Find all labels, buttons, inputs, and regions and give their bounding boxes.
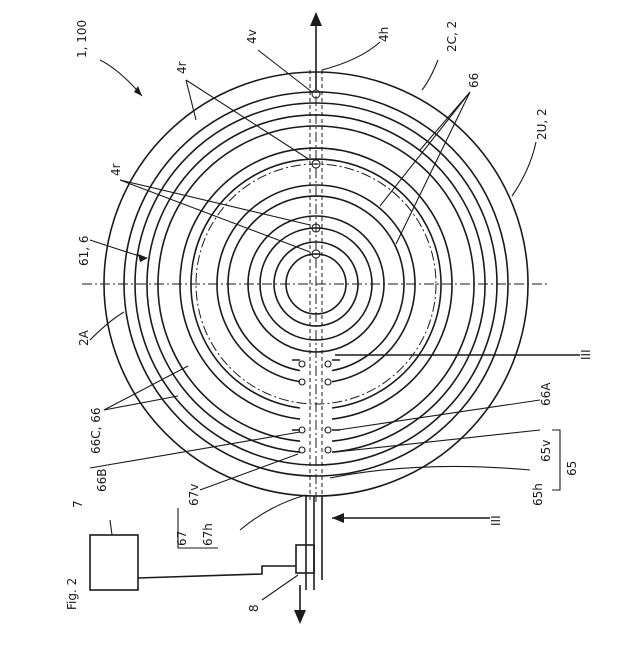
terminal-hole <box>325 379 331 385</box>
label-2A: 2A <box>77 329 91 346</box>
bottom-arrow-icon <box>294 610 306 624</box>
label-4v: 4v <box>245 29 259 44</box>
label-61-6: 61, 6 <box>77 235 91 266</box>
terminal-hole <box>325 427 331 433</box>
label-III-bottom: III <box>489 515 503 526</box>
label-66C-66: 66C, 66 <box>89 407 103 454</box>
label-2U-2: 2U, 2 <box>535 108 549 140</box>
label-66B: 66B <box>95 468 109 492</box>
label-8: 8 <box>247 604 261 612</box>
label-65: 65 <box>565 461 579 476</box>
leader-2C <box>422 60 438 90</box>
leader-2U <box>512 142 536 196</box>
label-67: 67 <box>175 531 189 546</box>
label-2C-2: 2C, 2 <box>445 21 459 52</box>
terminal-hole <box>325 361 331 367</box>
leader-4r-top <box>186 80 310 160</box>
section-arrow-icon <box>332 513 344 523</box>
leader-61-arrow-icon <box>138 254 148 262</box>
leader-4h <box>322 42 380 70</box>
sensor-box-8 <box>296 545 314 573</box>
controller-box-7 <box>90 535 138 590</box>
label-66-top: 66 <box>467 73 481 88</box>
terminal-hole <box>325 447 331 453</box>
leader-66A <box>338 400 540 430</box>
figure-caption: Fig. 2 <box>65 578 79 610</box>
label-7: 7 <box>71 500 85 508</box>
leader-7 <box>110 520 112 535</box>
leader-61 <box>90 240 146 258</box>
leader-4v <box>258 50 312 92</box>
bracket-65 <box>552 430 560 490</box>
label-1-100: 1, 100 <box>75 20 89 58</box>
label-65v: 65v <box>539 440 553 462</box>
label-4r-mid: 4r <box>109 163 123 176</box>
label-4h: 4h <box>377 27 391 42</box>
label-4r-top: 4r <box>175 61 189 74</box>
label-66A: 66A <box>539 382 553 406</box>
top-arrow-icon <box>310 12 322 26</box>
leader-8 <box>262 575 298 600</box>
signal-wire <box>138 566 296 578</box>
leader-65h <box>330 466 530 478</box>
leader-67h <box>240 495 306 530</box>
leader-66B <box>90 432 300 468</box>
label-67v: 67v <box>187 484 201 506</box>
terminal-hole <box>299 447 305 453</box>
label-65h: 65h <box>531 483 545 506</box>
terminal-hole <box>299 361 305 367</box>
label-67h: 67h <box>201 523 215 546</box>
label-III-top: III <box>579 349 593 360</box>
